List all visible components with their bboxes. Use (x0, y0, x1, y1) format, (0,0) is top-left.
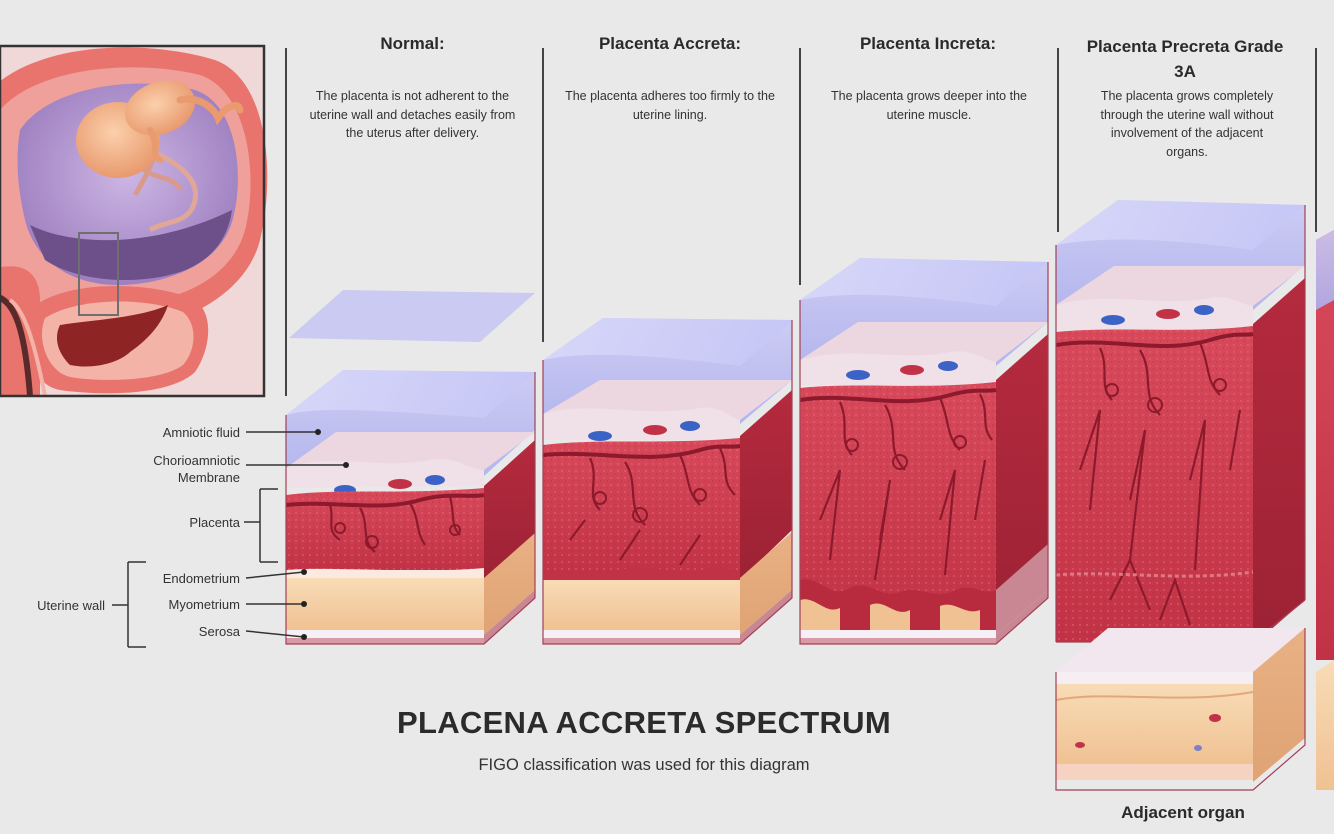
label-amniotic-fluid: Amniotic fluid (162, 425, 240, 440)
stage-heading-increta: Placenta Increta: (859, 34, 997, 53)
adjacent-organ-block (1055, 628, 1306, 791)
label-endometrium: Endometrium (162, 571, 240, 586)
label-leader-lines (112, 431, 346, 648)
block-normal (285, 290, 536, 645)
stage-heading-accreta: Placenta Accreta: (598, 34, 742, 53)
diagram-subtitle: FIGO classification was used for this di… (478, 756, 810, 774)
block-partial-right (1316, 230, 1334, 790)
label-myometrium: Myometrium (168, 597, 240, 612)
label-serosa: Serosa (198, 624, 240, 639)
stage-description-precreta: The placenta grows completely through th… (1100, 89, 1274, 159)
stage-description-accreta: The placenta adheres too firmly to the u… (565, 89, 775, 122)
label-placenta: Placenta (189, 515, 240, 530)
block-increta (799, 258, 1049, 645)
stage-heading-precreta: Placenta Precreta Grade 3A (1086, 37, 1284, 81)
stage-heading-normal: Normal: (380, 34, 445, 53)
block-accreta (542, 318, 793, 645)
diagram-title: PLACENA ACCRETA SPECTRUM (396, 705, 891, 740)
block-precreta (1055, 200, 1306, 791)
stage-description-increta: The placenta grows deeper into the uteri… (831, 89, 1027, 122)
label-uterine-wall: Uterine wall (37, 598, 105, 613)
column-dividers (285, 48, 1317, 396)
label-chorioamniotic-membrane: Chorioamniotic Membrane (153, 453, 240, 485)
stage-description-normal: The placenta is not adherent to the uter… (309, 89, 516, 140)
label-leader-dots (301, 429, 349, 640)
label-adjacent-organ: Adjacent organ (1121, 803, 1245, 822)
uterus-inset-illustration (0, 44, 268, 398)
